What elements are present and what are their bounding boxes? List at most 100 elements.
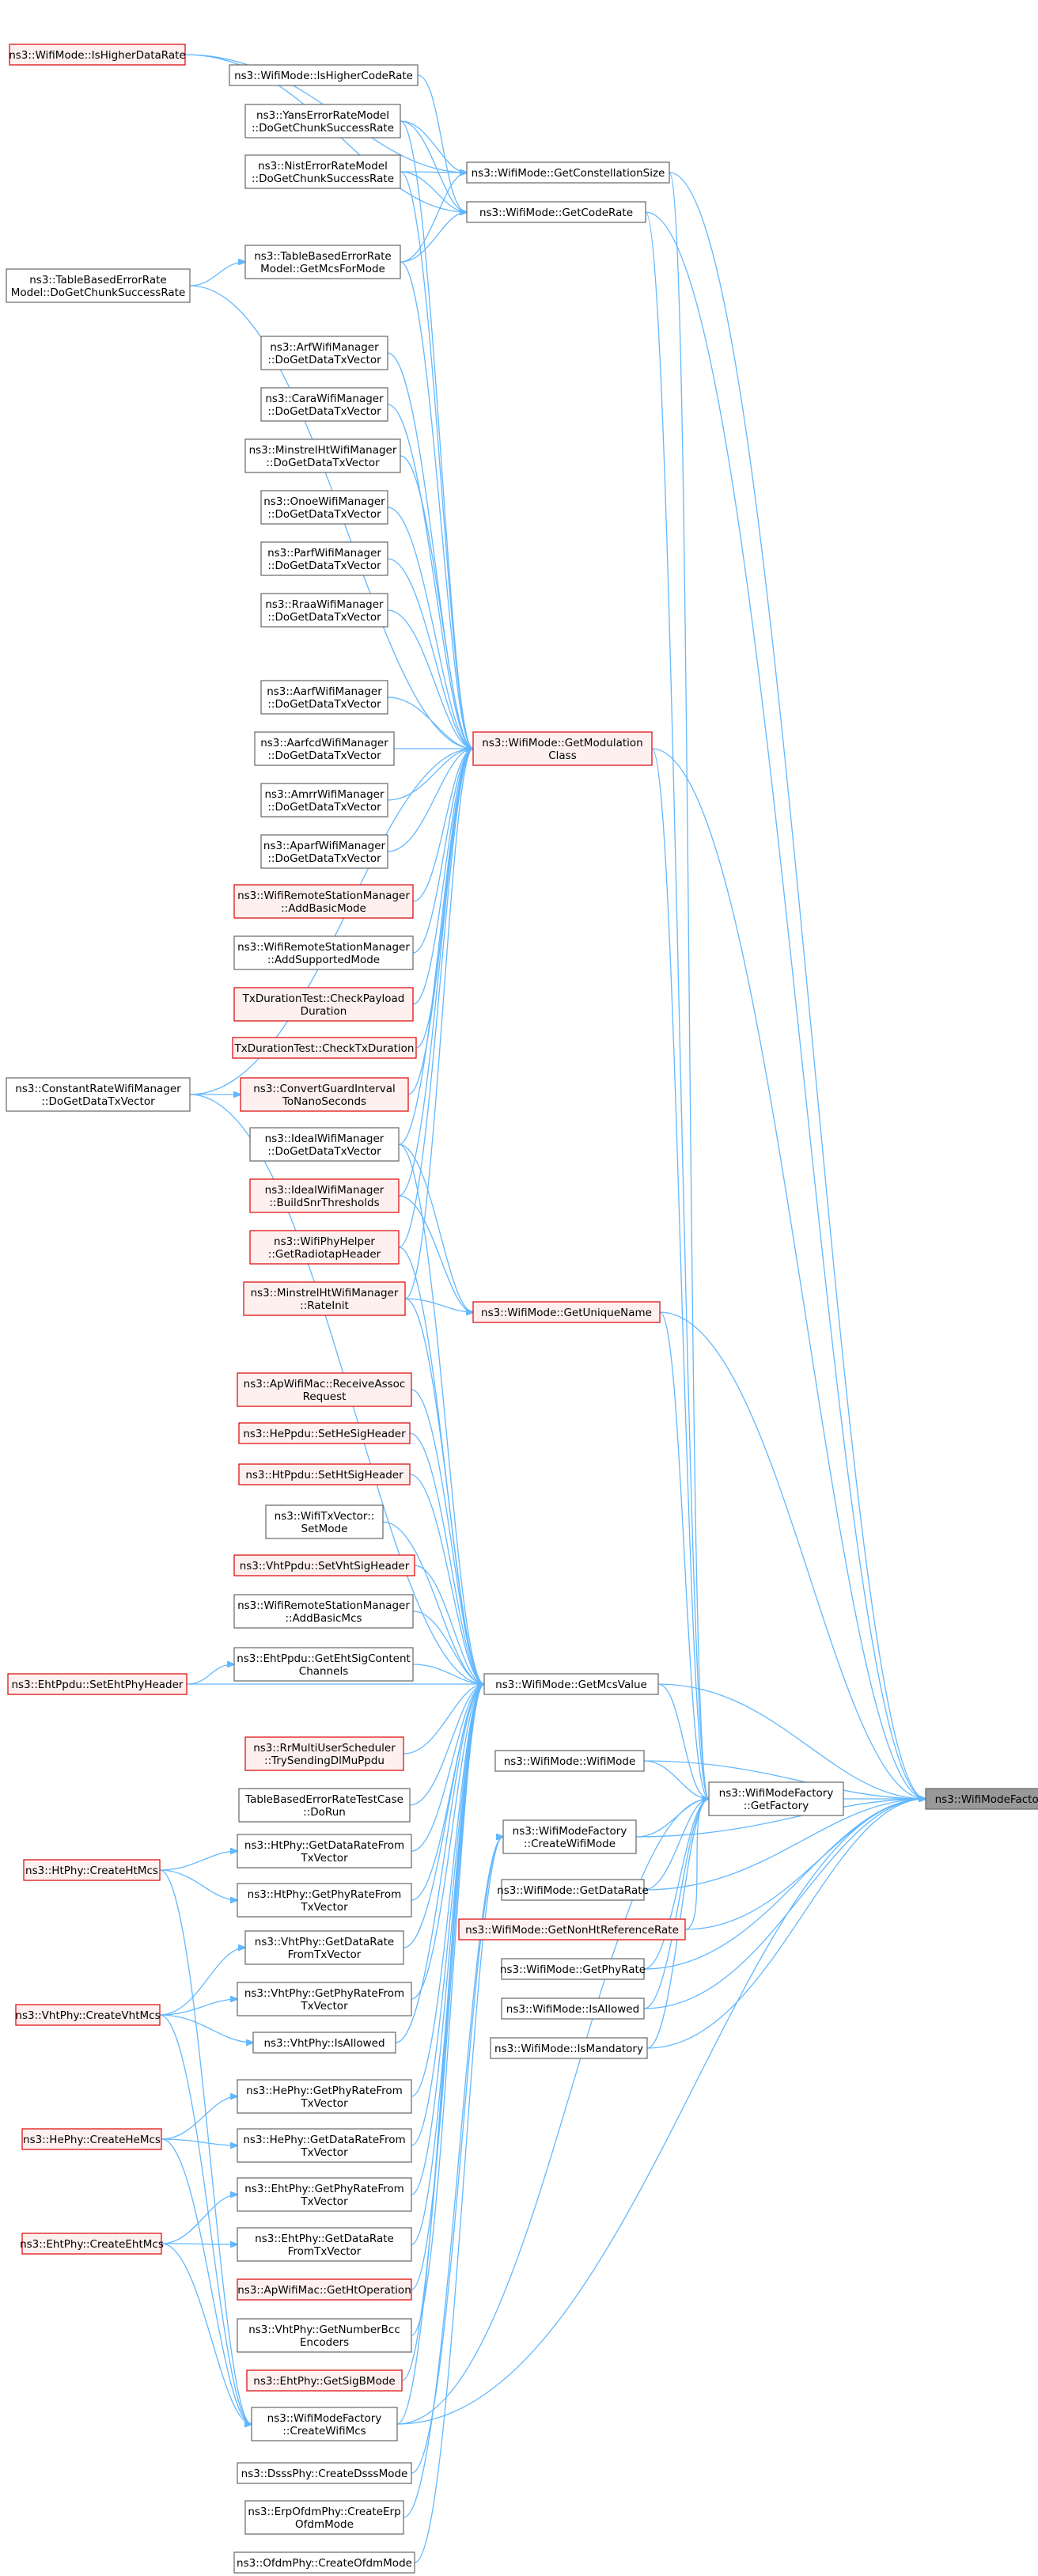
node-label: TxVector <box>300 1901 348 1914</box>
node-get-unique-name[interactable]: ns3::WifiMode::GetUniqueName <box>472 1301 661 1323</box>
node-box <box>472 1301 661 1323</box>
node-eht-phy-header[interactable]: ns3::EhtPpdu::SetEhtPhyHeader <box>7 1673 188 1695</box>
node-eht-sig-b[interactable]: ns3::EhtPhy::GetSigBMode <box>246 2369 403 2392</box>
node-aparf[interactable]: ns3::AparfWifiManager::DoGetDataTxVector <box>260 834 388 869</box>
node-ht-operation[interactable]: ns3::ApWifiMac::GetHtOperation <box>237 2278 412 2301</box>
node-is-allowed[interactable]: ns3::WifiMode::IsAllowed <box>501 1997 645 2020</box>
edge-ht-data-rate-to-get-mcs-value <box>411 1684 484 1852</box>
node-get-code-rate[interactable]: ns3::WifiMode::GetCodeRate <box>466 201 646 223</box>
node-label: TxDurationTest::CheckPayload <box>242 992 405 1005</box>
edge-eht-phy-header-to-eht-sig-content <box>186 1664 234 1685</box>
edge-get-unique-name-to-factory-get <box>659 1311 926 1799</box>
node-label: ns3::NistErrorRateModel <box>258 160 388 173</box>
node-arf[interactable]: ns3::ArfWifiManager::DoGetDataTxVector <box>260 336 388 370</box>
node-label: Encoders <box>300 2336 349 2349</box>
node-is-higher-code-rate[interactable]: ns3::WifiMode::IsHigherCodeRate <box>229 64 419 86</box>
edge-table-err-chunk-to-table-err-mcs <box>189 262 245 286</box>
node-get-factory[interactable]: ns3::WifiModeFactory::GetFactory <box>708 1781 844 1816</box>
node-ht-create-mcs[interactable]: ns3::HtPhy::CreateHtMcs <box>23 1859 161 1881</box>
node-table-err-mcs[interactable]: ns3::TableBasedErrorRateModel::GetMcsFor… <box>244 245 401 279</box>
node-factory-get[interactable]: ns3::WifiModeFactory::Get <box>925 1788 1038 1810</box>
node-box <box>502 1819 637 1854</box>
node-he-create-mcs[interactable]: ns3::HePhy::CreateHeMcs <box>21 2128 162 2150</box>
node-create-wifi-mode[interactable]: ns3::WifiModeFactory::CreateWifiMode <box>502 1819 637 1854</box>
node-radiotap[interactable]: ns3::WifiPhyHelper::GetRadiotapHeader <box>249 1230 400 1265</box>
node-box <box>233 935 414 970</box>
node-minstrel-init[interactable]: ns3::MinstrelHtWifiManager::RateInit <box>243 1281 406 1316</box>
node-wifi-mode-wifi-mode[interactable]: ns3::WifiMode::WifiMode <box>494 1750 645 1772</box>
node-box <box>244 2500 404 2535</box>
node-label: ns3::AparfWifiManager <box>263 840 386 852</box>
node-constant-rate[interactable]: ns3::ConstantRateWifiManager::DoGetDataT… <box>6 1077 191 1112</box>
edge-get-constellation-size-to-get-factory <box>669 172 709 1799</box>
node-aarfcd[interactable]: ns3::AarfcdWifiManager::DoGetDataTxVecto… <box>254 731 395 766</box>
node-table-test[interactable]: TableBasedErrorRateTestCase::DoRun <box>238 1788 411 1823</box>
node-get-constellation-size[interactable]: ns3::WifiMode::GetConstellationSize <box>466 161 670 184</box>
node-label: ns3::EhtPpdu::SetEhtPhyHeader <box>12 1679 184 1691</box>
node-is-mandatory[interactable]: ns3::WifiMode::IsMandatory <box>490 2037 648 2059</box>
node-add-basic-mode[interactable]: ns3::WifiRemoteStationManager::AddBasicM… <box>233 884 414 919</box>
node-rraa[interactable]: ns3::RraaWifiManager::DoGetDataTxVector <box>260 593 388 628</box>
node-label: ns3::WifiMode::GetMcsValue <box>495 1679 647 1691</box>
node-ideal-data[interactable]: ns3::IdealWifiManager::DoGetDataTxVector <box>249 1127 400 1162</box>
node-table-err-chunk[interactable]: ns3::TableBasedErrorRateModel::DoGetChun… <box>6 268 191 303</box>
node-add-supported-mode[interactable]: ns3::WifiRemoteStationManager::AddSuppor… <box>233 935 414 970</box>
node-get-phy-rate[interactable]: ns3::WifiMode::GetPhyRate <box>500 1958 646 1980</box>
node-label: ns3::ConstantRateWifiManager <box>15 1083 181 1095</box>
node-label: ns3::ArfWifiManager <box>270 341 379 354</box>
node-get-non-ht[interactable]: ns3::WifiMode::GetNonHtReferenceRate <box>458 1918 686 1941</box>
node-tx-vec-set-mode[interactable]: ns3::WifiTxVector::SetMode <box>265 1504 384 1539</box>
node-check-tx-duration[interactable]: TxDurationTest::CheckTxDuration <box>232 1037 417 1059</box>
node-label: ::CreateWifiMcs <box>282 2425 366 2438</box>
node-eht-create-mcs[interactable]: ns3::EhtPhy::CreateEhtMcs <box>20 2233 164 2255</box>
node-dsss[interactable]: ns3::DsssPhy::CreateDsssMode <box>237 2462 412 2484</box>
edge-get-mcs-value-to-factory-get <box>657 1683 926 1799</box>
node-get-data-rate[interactable]: ns3::WifiMode::GetDataRate <box>497 1879 649 1901</box>
node-he-sig[interactable]: ns3::HePpdu::SetHeSigHeader <box>238 1422 411 1444</box>
node-ht-sig[interactable]: ns3::HtPpdu::SetHtSigHeader <box>238 1463 411 1485</box>
node-ideal-snr[interactable]: ns3::IdealWifiManager::BuildSnrThreshold… <box>249 1178 400 1213</box>
node-vht-create-mcs[interactable]: ns3::VhtPhy::CreateVhtMcs <box>15 2004 161 2026</box>
node-label: TxDurationTest::CheckTxDuration <box>234 1042 415 1055</box>
node-is-higher-data-rate[interactable]: ns3::WifiMode::IsHigherDataRate <box>9 44 186 66</box>
node-box <box>15 2004 161 2026</box>
node-amrr[interactable]: ns3::AmrrWifiManager::DoGetDataTxVector <box>260 783 388 818</box>
node-get-mcs-value[interactable]: ns3::WifiMode::GetMcsValue <box>483 1673 659 1695</box>
node-cara[interactable]: ns3::CaraWifiManager::DoGetDataTxVector <box>260 387 388 422</box>
node-onoe[interactable]: ns3::OnoeWifiManager::DoGetDataTxVector <box>260 490 388 525</box>
node-create-wifi-mcs[interactable]: ns3::WifiModeFactory::CreateWifiMcs <box>251 2407 398 2441</box>
node-label: ns3::WifiMode::GetConstellationSize <box>472 167 665 180</box>
node-box <box>244 438 401 473</box>
node-label: ns3::WifiMode::IsAllowed <box>506 2003 639 2016</box>
edge-he-create-mcs-to-create-wifi-mcs <box>161 2138 252 2424</box>
node-nist-err[interactable]: ns3::NistErrorRateModel::DoGetChunkSucce… <box>244 154 401 189</box>
node-label: ns3::ParfWifiManager <box>267 547 381 560</box>
node-add-basic-mcs[interactable]: ns3::WifiRemoteStationManager::AddBasicM… <box>233 1594 414 1629</box>
node-vht-is-allowed[interactable]: ns3::VhtPhy::IsAllowed <box>252 2032 396 2054</box>
node-label: Request <box>303 1390 347 1403</box>
edge-get-mcs-value-to-get-factory <box>657 1683 709 1799</box>
node-vht-sig[interactable]: ns3::VhtPpdu::SetVhtSigHeader <box>233 1554 415 1576</box>
node-ofdm[interactable]: ns3::OfdmPhy::CreateOfdmMode <box>233 2551 415 2574</box>
node-minstrel-ht-data[interactable]: ns3::MinstrelHtWifiManager::DoGetDataTxV… <box>244 438 401 473</box>
node-yans-err[interactable]: ns3::YansErrorRateModel::DoGetChunkSucce… <box>244 104 401 138</box>
node-aarf[interactable]: ns3::AarfWifiManager::DoGetDataTxVector <box>260 680 388 715</box>
node-rr-multi[interactable]: ns3::RrMultiUserScheduler::TrySendingDlM… <box>244 1736 404 1771</box>
node-parf[interactable]: ns3::ParfWifiManager::DoGetDataTxVector <box>260 541 388 576</box>
